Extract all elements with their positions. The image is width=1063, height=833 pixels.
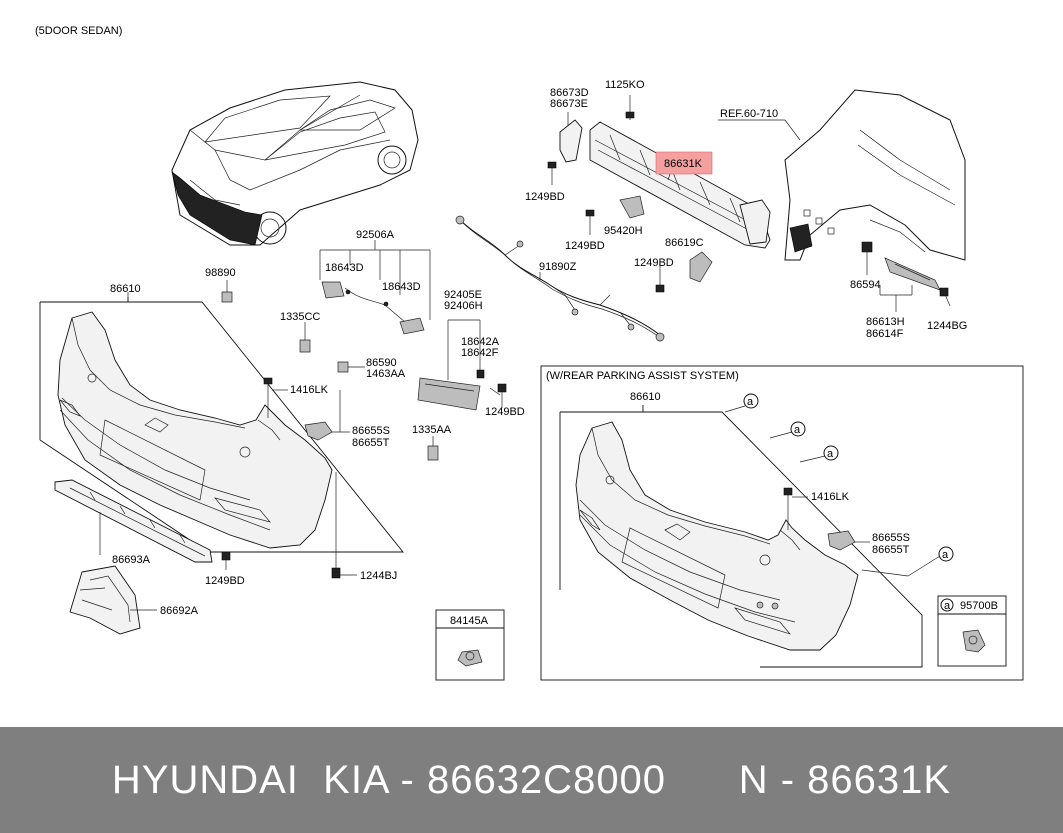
label-86673E: 86673E	[550, 98, 588, 110]
parking-assist-inset: (W/REAR PARKING ASSIST SYSTEM) 86610 141…	[540, 365, 1024, 681]
wiring-harness	[455, 215, 665, 342]
footer-gap	[666, 758, 739, 803]
label-18643D: 18643D	[382, 281, 421, 293]
label-92405E: 92405E	[444, 289, 482, 301]
label-86614F: 86614F	[866, 328, 904, 340]
label-18643D: 18643D	[325, 262, 364, 274]
inset-label-86655S: 86655S	[872, 532, 910, 544]
label-1335AA: 1335AA	[412, 424, 452, 436]
label-86631K: 86631K	[664, 158, 703, 170]
label-86692A: 86692A	[160, 605, 199, 617]
label-18642F: 18642F	[461, 347, 499, 359]
label-86655T: 86655T	[352, 437, 390, 449]
quarter-panel-ref	[784, 89, 966, 261]
label-18642A: 18642A	[461, 336, 500, 348]
rear-bumper-cover	[57, 311, 333, 549]
highlight-box	[655, 151, 713, 175]
inset-label-86655T: 86655T	[872, 544, 910, 556]
car-illustration	[171, 81, 419, 246]
brand-part-number: HYUNDAI KIA - 86632C8000	[111, 757, 667, 802]
label-1244BG: 1244BG	[927, 320, 967, 332]
label-1249BD: 1249BD	[485, 406, 525, 418]
label-1244BJ: 1244BJ	[360, 570, 397, 582]
label-86594: 86594	[850, 279, 881, 291]
inset-title: (W/REAR PARKING ASSIST SYSTEM)	[546, 370, 739, 382]
inset-label-1416LK: 1416LK	[811, 491, 850, 503]
body-type-note: (5DOOR SEDAN)	[35, 25, 122, 37]
label-86590: 86590	[366, 357, 397, 369]
label-1125KO: 1125KO	[605, 79, 645, 91]
label-92406H: 92406H	[444, 300, 483, 312]
under-cover	[69, 565, 141, 635]
label-1463AA: 1463AA	[366, 368, 406, 380]
label-86693A: 86693A	[112, 554, 151, 566]
callout-a: a	[794, 424, 801, 436]
inset-label-86610: 86610	[630, 391, 661, 403]
part-box-84145A	[435, 609, 505, 681]
label-1249BD: 1249BD	[205, 575, 245, 587]
legend-callout-a: a	[944, 600, 951, 612]
label-98890: 98890	[205, 267, 236, 279]
legend-part-95700B: 95700B	[960, 600, 998, 612]
label-86613H: 86613H	[866, 316, 905, 328]
part-number-footer: HYUNDAI KIA - 86632C8000 N - 86631K	[0, 727, 1063, 833]
callout-a: a	[747, 396, 754, 408]
label-1249BD: 1249BD	[634, 257, 674, 269]
label-1249BD: 1249BD	[525, 191, 565, 203]
label-86655S: 86655S	[352, 425, 390, 437]
label-92506A: 92506A	[356, 229, 395, 241]
label-86619C: 86619C	[665, 237, 704, 249]
parts-diagram: (5DOOR SEDAN) 86673D 86673E 1125K	[35, 25, 1024, 681]
label-84145A: 84145A	[450, 615, 489, 627]
callout-a: a	[942, 549, 949, 561]
label-95420H: 95420H	[604, 225, 643, 237]
oem-part-number: N - 86631K	[738, 757, 952, 802]
callout-a: a	[827, 448, 834, 460]
label-91890Z: 91890Z	[539, 261, 577, 273]
label-86673D: 86673D	[550, 87, 589, 99]
label-86610: 86610	[110, 283, 141, 295]
label-1416LK: 1416LK	[290, 384, 329, 396]
ref-label: REF.60-710	[720, 108, 778, 120]
lower-reinforcement	[54, 479, 213, 563]
label-1335CC: 1335CC	[280, 311, 320, 323]
label-1249BD: 1249BD	[565, 240, 605, 252]
back-beam-assembly	[559, 119, 771, 283]
